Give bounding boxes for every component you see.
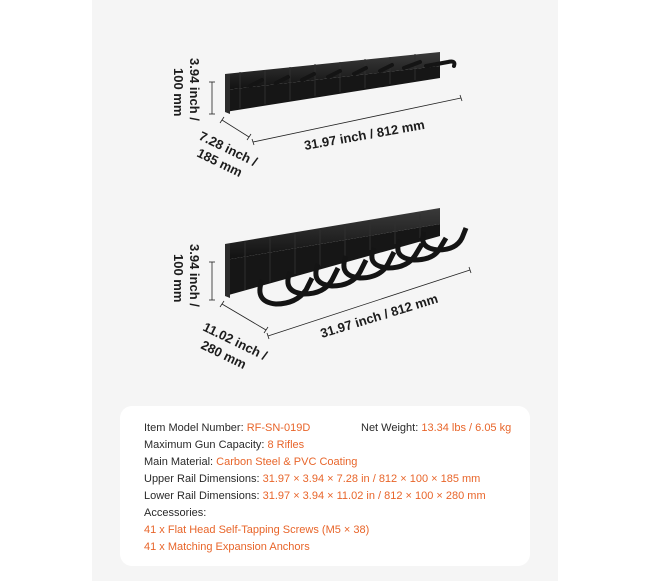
lower-rail-row: Lower Rail Dimensions: 31.97 × 3.94 × 11…	[144, 490, 486, 502]
model-value: RF-SN-019D	[246, 422, 311, 434]
material-label: Main Material:	[144, 456, 217, 468]
upper-height-label-2: 100 mm	[171, 68, 186, 116]
upper-rack	[225, 52, 457, 114]
upper-dimension-lines	[209, 81, 463, 146]
lower-dimension-lines	[209, 261, 472, 340]
weight-value: 13.34 lbs / 6.05 kg	[421, 422, 512, 434]
upper-rail-label: Upper Rail Dimensions:	[144, 473, 263, 485]
capacity-value: 8 Rifles	[267, 439, 305, 451]
weight-row: Net Weight: 13.34 lbs / 6.05 kg	[361, 422, 511, 434]
spec-card: Item Model Number: RF-SN-019D Net Weight…	[120, 406, 530, 566]
material-value: Carbon Steel & PVC Coating	[216, 456, 358, 468]
product-illustration: 3.94 inch / 100 mm 7.28 inch / 185 mm 31…	[171, 52, 472, 372]
lower-height-label-2: 100 mm	[171, 254, 186, 302]
accessory-item-1: 41 x Flat Head Self-Tapping Screws (M5 ×…	[144, 524, 370, 536]
upper-rail-value: 31.97 × 3.94 × 7.28 in / 812 × 100 × 185…	[262, 473, 481, 485]
weight-label: Net Weight:	[361, 422, 422, 434]
accessories-heading: Accessories:	[144, 507, 207, 519]
upper-height-label-1: 3.94 inch /	[187, 58, 202, 121]
accessory-item-2: 41 x Matching Expansion Anchors	[144, 541, 310, 553]
upper-length-label: 31.97 inch / 812 mm	[303, 117, 426, 153]
lower-rack	[225, 208, 469, 307]
material-row: Main Material: Carbon Steel & PVC Coatin…	[144, 456, 357, 468]
lower-rail-value: 31.97 × 3.94 × 11.02 in / 812 × 100 × 28…	[262, 490, 486, 502]
model-label: Item Model Number:	[144, 422, 247, 434]
upper-rail-row: Upper Rail Dimensions: 31.97 × 3.94 × 7.…	[144, 473, 480, 485]
model-row: Item Model Number: RF-SN-019D	[144, 422, 310, 434]
capacity-label: Maximum Gun Capacity:	[144, 439, 268, 451]
capacity-row: Maximum Gun Capacity: 8 Rifles	[144, 439, 304, 451]
lower-height-label-1: 3.94 inch /	[187, 244, 202, 307]
lower-length-label: 31.97 inch / 812 mm	[318, 291, 439, 341]
lower-rail-label: Lower Rail Dimensions:	[144, 490, 263, 502]
